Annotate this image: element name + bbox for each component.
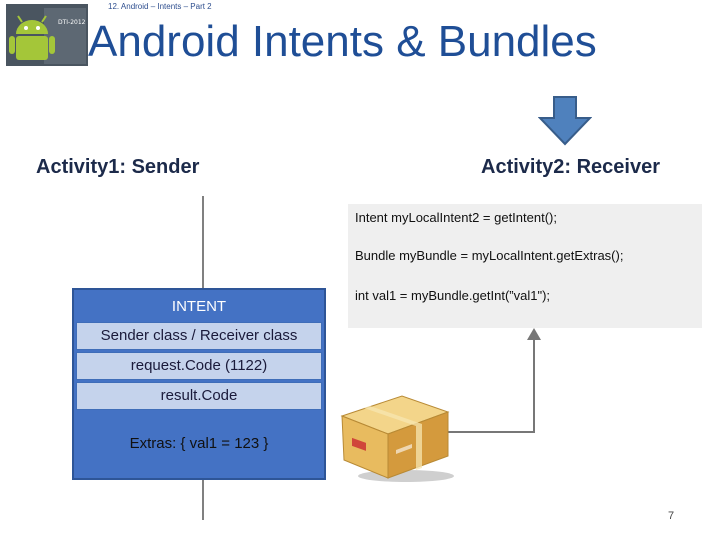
android-logo-icon: DTI-2012 [6, 4, 88, 66]
intent-field-request-code: request.Code (1122) [76, 352, 322, 380]
flow-arrow-icon [440, 328, 541, 433]
intent-label: INTENT [171, 298, 227, 315]
intent-box: INTENT Sender class / Receiver class req… [72, 288, 326, 480]
receiver-code-panel: Intent myLocalIntent2 = getIntent(); Bun… [348, 204, 702, 328]
breadcrumb: 12. Android – Intents – Part 2 [108, 2, 212, 11]
intent-field-result-code: result.Code [76, 382, 322, 410]
svg-text:DTI-2012: DTI-2012 [58, 19, 86, 26]
page-number: 7 [668, 510, 675, 522]
code-line-get-intent: Intent myLocalIntent2 = getIntent(); [355, 210, 557, 225]
page-title: Android Intents & Bundles [88, 17, 597, 66]
code-line-get-extras: Bundle myBundle = myLocalIntent.getExtra… [355, 248, 624, 263]
sender-heading: Activity1: Sender [36, 156, 200, 178]
intent-extras: Extras: { val1 = 123 } [129, 435, 269, 452]
receiver-heading: Activity2: Receiver [481, 156, 660, 178]
package-box-icon [340, 395, 454, 482]
code-line-get-int: int val1 = myBundle.getInt(”val1"); [355, 288, 551, 303]
sender-lifeline-top [202, 196, 204, 288]
sender-lifeline-bottom [202, 480, 204, 520]
intent-field-classes: Sender class / Receiver class [76, 322, 322, 350]
down-arrow-icon [538, 96, 592, 146]
